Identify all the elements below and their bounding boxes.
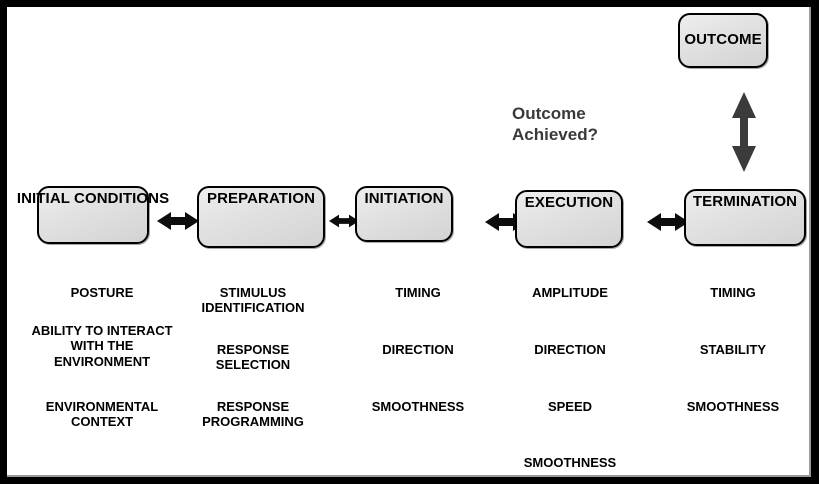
- attr-preparation-1: STIMULUS IDENTIFICATION: [201, 285, 305, 316]
- attr-termination-3: SMOOTHNESS: [686, 399, 780, 414]
- attr-execution-2: DIRECTION: [534, 342, 606, 357]
- box-initiation[interactable]: INITIATION: [355, 186, 453, 242]
- attr-initiation-1: TIMING: [395, 285, 441, 300]
- box-termination[interactable]: TERMINATION: [684, 189, 806, 246]
- box-preparation-label: PREPARATION: [206, 190, 316, 207]
- box-execution-label: EXECUTION: [524, 194, 614, 211]
- attr-initiation-3: SMOOTHNESS: [371, 399, 465, 414]
- attr-execution-4: SMOOTHNESS: [523, 455, 617, 470]
- attr-execution-3: SPEED: [547, 399, 593, 414]
- attr-execution-1: AMPLITUDE: [532, 285, 608, 300]
- attr-termination-2: STABILITY: [699, 342, 767, 357]
- arrow-preparation-to-initiation: [329, 214, 359, 228]
- box-outcome[interactable]: OUTCOME: [678, 13, 768, 68]
- arrow-initial-to-preparation: [157, 212, 199, 230]
- attr-initial-conditions-1: POSTURE: [70, 285, 134, 300]
- arrow-termination-to-outcome: [732, 92, 756, 172]
- box-termination-label: TERMINATION: [692, 193, 798, 210]
- attr-preparation-2: RESPONSE SELECTION: [215, 342, 291, 373]
- diagram-canvas: OUTCOME Outcome Achieved? INITIAL CONDIT…: [7, 7, 811, 477]
- attr-initial-conditions-3: ENVIRONMENTAL CONTEXT: [45, 399, 159, 430]
- attr-initial-conditions-2: ABILITY TO INTERACT WITH THE ENVIRONMENT: [31, 323, 173, 369]
- box-initial-conditions[interactable]: INITIAL CONDITIONS: [17, 186, 169, 244]
- box-preparation[interactable]: PREPARATION: [197, 186, 325, 248]
- box-initial-conditions-label: INITIAL CONDITIONS: [16, 190, 170, 207]
- attr-preparation-3: RESPONSE PROGRAMMING: [202, 399, 304, 430]
- box-execution[interactable]: EXECUTION: [515, 190, 623, 248]
- attr-initiation-2: DIRECTION: [382, 342, 454, 357]
- box-initiation-label: INITIATION: [364, 190, 444, 207]
- arrow-execution-to-termination: [647, 213, 689, 231]
- outcome-achieved-question: Outcome Achieved?: [512, 104, 598, 145]
- box-outcome-label: OUTCOME: [684, 31, 762, 49]
- attr-termination-1: TIMING: [710, 285, 756, 300]
